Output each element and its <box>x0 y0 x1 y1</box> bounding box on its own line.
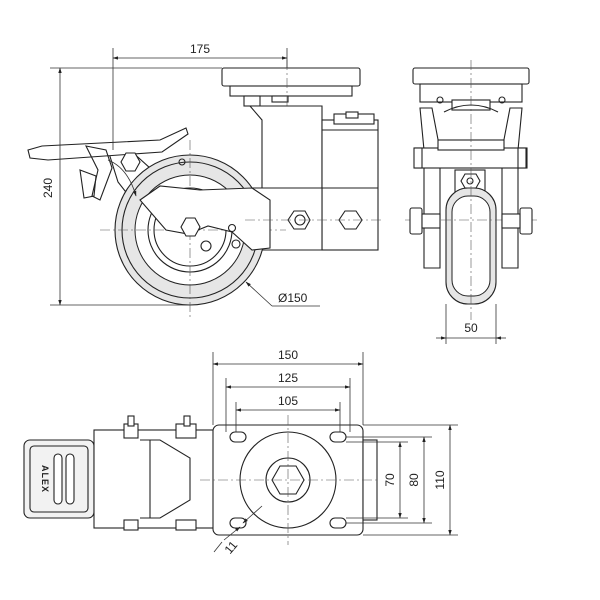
dim-offset: 175 <box>190 42 210 56</box>
top-view: ALEX 150 <box>23 348 458 557</box>
dim-hole-spacing-width-outer: 80 <box>407 473 421 487</box>
dim-hole-diameter: 11 <box>222 538 241 557</box>
arm-top <box>93 429 215 529</box>
axle-nut <box>180 217 201 237</box>
dim-hole-spacing-inner: 105 <box>278 394 298 408</box>
dim-height: 240 <box>41 178 55 198</box>
dim-plate-width: 110 <box>433 470 447 489</box>
dim-plate-length: 150 <box>278 348 298 362</box>
front-view: 50 <box>405 60 537 344</box>
dim-hole-spacing-width-inner: 70 <box>383 473 397 487</box>
mounting-holes <box>229 431 347 529</box>
spring-housing <box>321 119 379 251</box>
dim-hole-spacing-outer: 125 <box>278 371 298 385</box>
side-view: 175 240 Ø150 <box>27 42 382 318</box>
front-fork-left <box>419 107 441 269</box>
dim-wheel-diameter: Ø150 <box>278 291 308 305</box>
brand-label: ALEX <box>40 465 50 493</box>
front-fork-right <box>501 107 523 269</box>
top-plate <box>221 67 361 87</box>
brake-pedal <box>27 127 189 161</box>
dim-wheel-width: 50 <box>464 321 478 335</box>
